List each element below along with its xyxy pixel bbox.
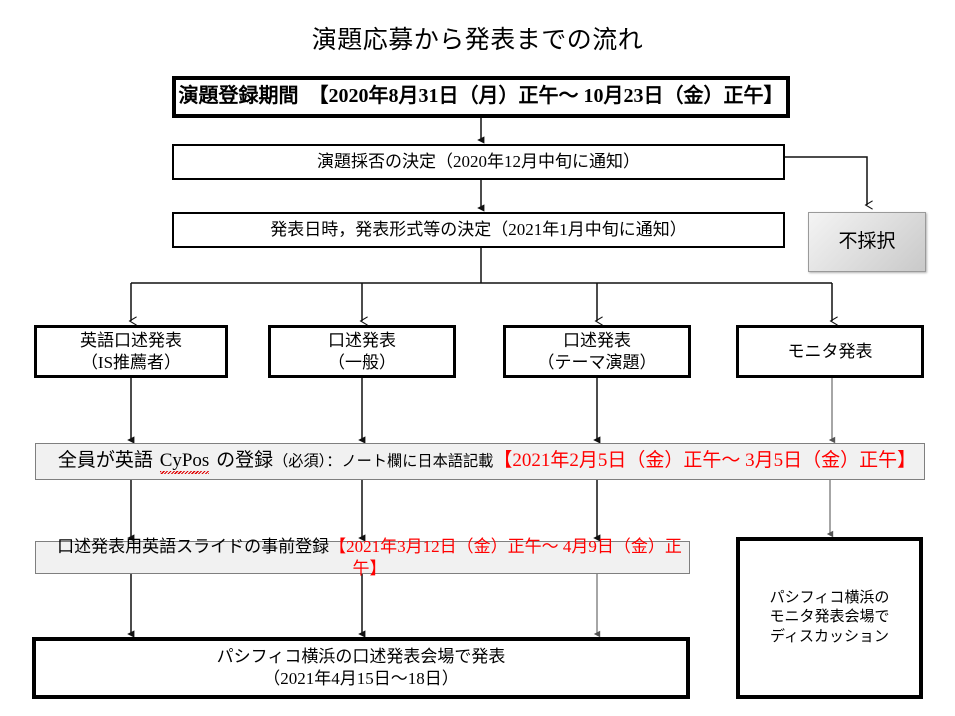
box-final-oral-presentation: パシフィコ横浜の口述発表会場で発表 （2021年4月15日〜18日） — [32, 637, 690, 699]
box-presentation-schedule-decision: 発表日時，発表形式等の決定（2021年1月中旬に通知） — [172, 212, 785, 248]
box-final-monitor-discussion-line2: モニタ発表会場で — [769, 609, 890, 626]
box-presentation-type-oral-general-line1: 口述発表 — [328, 330, 396, 350]
box-presentation-type-oral-general: 口述発表 （一般） — [268, 325, 456, 378]
slide-registration-period: 【2021年3月12日（金）正午〜 4月9日（金）正午】 — [329, 536, 682, 578]
cypos-period: 【2021年2月5日（金）正午〜 3月5日（金）正午】 — [493, 450, 917, 472]
slide-registration-label: 口述発表用英語スライドの事前登録 — [57, 536, 330, 556]
box-abstract-registration-period: 演題登録期間 【2020年8月31日（月）正午〜 10月23日（金）正午】 — [172, 76, 790, 118]
box-final-oral-presentation-line1: パシフィコ横浜の口述発表会場で発表 — [216, 647, 506, 667]
box-presentation-type-oral-general-line2: （一般） — [328, 352, 396, 372]
cypos-text-part2: の登録 — [211, 450, 274, 472]
box-acceptance-decision-label: 演題採否の決定（2020年12月中旬に通知） — [317, 152, 640, 172]
box-rejected-label: 不採択 — [838, 230, 896, 252]
box-presentation-type-monitor-line1: モニタ発表 — [787, 341, 873, 361]
cypos-text-part3: ：ノート欄に日本語記載 — [326, 453, 494, 471]
box-presentation-type-oral-theme-line1: 口述発表 — [563, 330, 631, 350]
box-final-oral-presentation-line2: （2021年4月15日〜18日） — [263, 669, 459, 688]
box-presentation-type-english-oral-line1: 英語口述発表 — [80, 330, 182, 350]
box-rejected: 不採択 — [808, 212, 926, 272]
box-final-monitor-discussion: パシフィコ横浜の モニタ発表会場で ディスカッション — [736, 537, 923, 699]
box-final-monitor-discussion-line3: ディスカッション — [770, 628, 889, 645]
box-acceptance-decision: 演題採否の決定（2020年12月中旬に通知） — [172, 144, 785, 180]
box-presentation-type-oral-theme-line2: （テーマ演題） — [537, 352, 657, 372]
box-presentation-type-monitor: モニタ発表 — [736, 325, 924, 378]
box-abstract-registration-period-label: 演題登録期間 【2020年8月31日（月）正午〜 10月23日（金）正午】 — [178, 85, 784, 108]
cypos-required-note: （必須） — [273, 453, 327, 471]
box-presentation-type-english-oral-line2: （IS推薦者） — [80, 352, 182, 372]
bar-cypos-registration: 全員が英語 CyPos の登録（必須）：ノート欄に日本語記載【2021年2月5日… — [35, 443, 925, 480]
box-presentation-type-english-oral: 英語口述発表 （IS推薦者） — [34, 325, 228, 378]
cypos-text-part1: 全員が英語 — [57, 450, 158, 472]
bar-slide-pre-registration: 口述発表用英語スライドの事前登録【2021年3月12日（金）正午〜 4月9日（金… — [35, 537, 690, 578]
page-title: 演題応募から発表までの流れ — [311, 27, 644, 54]
box-presentation-type-oral-theme: 口述発表 （テーマ演題） — [503, 325, 691, 378]
box-final-monitor-discussion-line1: パシフィコ横浜の — [769, 590, 890, 607]
box-presentation-schedule-decision-label: 発表日時，発表形式等の決定（2021年1月中旬に通知） — [270, 220, 687, 240]
cypos-term: CyPos — [159, 450, 210, 472]
